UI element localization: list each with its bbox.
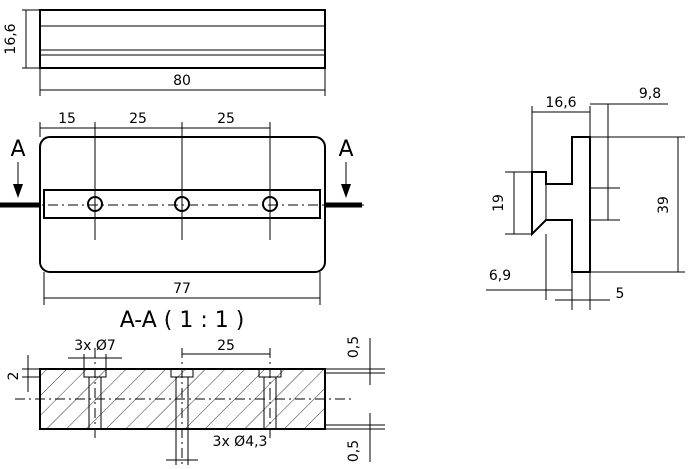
front-view: 15 25 25 77 A A [0,111,365,305]
section-view: 3x Ø7 25 3x Ø4,3 2 0,5 0,5 [6,336,385,465]
section-arrow-right-icon [341,184,351,198]
top-offset-label: 0,5 [346,336,362,358]
dim-25-a: 25 [129,111,147,127]
side-bottom-left: 6,9 [489,268,511,284]
top-height-dim: 16,6 [3,23,19,54]
section-marker-left: A [10,137,25,162]
dim-25-b: 25 [217,111,235,127]
section-arrow-left-icon [13,184,23,198]
bottom-offset-label: 0,5 [346,440,362,462]
dim-77: 77 [173,281,191,297]
section-title: A-A ( 1 : 1 ) [120,308,245,333]
top-width-dim: 80 [173,73,191,89]
depth-label: 2 [6,372,22,381]
hole-top-label: 3x Ø7 [74,338,116,354]
side-view: 16,6 9,8 39 19 6,9 5 [486,86,685,310]
top-view: 16,6 80 [3,9,326,96]
side-total-height: 39 [656,196,672,214]
side-bottom-right: 5 [616,286,625,302]
spacing-label: 25 [217,338,235,354]
hole-bottom-label: 3x Ø4,3 [213,434,268,450]
section-marker-right: A [338,137,353,162]
dim-15: 15 [58,111,76,127]
side-left-height: 19 [491,194,507,212]
side-lip-dim: 9,8 [639,86,661,102]
side-width-dim: 16,6 [545,95,576,111]
